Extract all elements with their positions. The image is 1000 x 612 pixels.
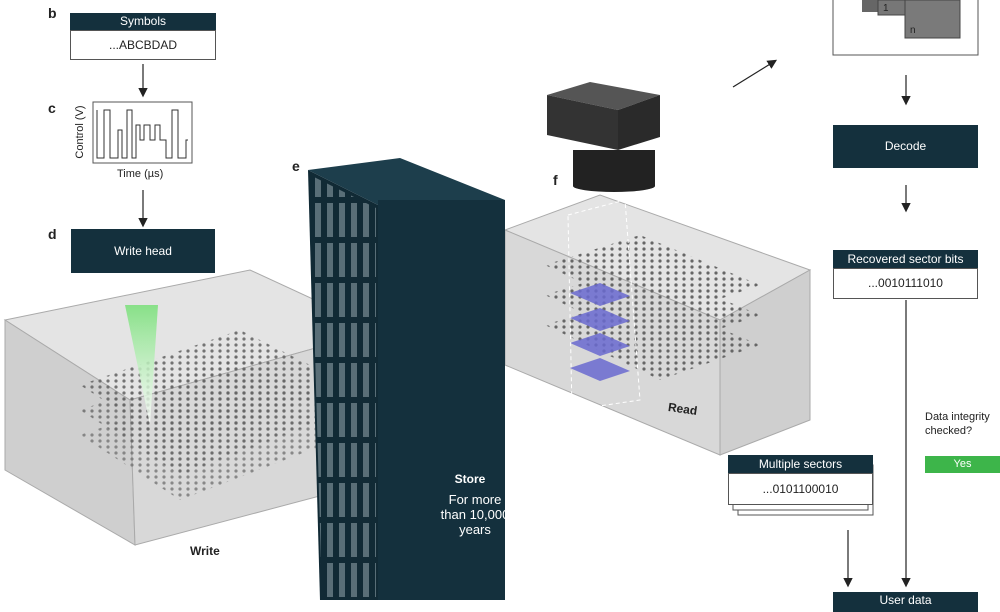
store-subtitle: For more than 10,000 years xyxy=(440,492,510,537)
panel-label-f: f xyxy=(553,172,558,188)
integrity-question: Data integrity checked? xyxy=(925,411,990,437)
store-title: Store xyxy=(454,472,486,486)
panel-label-e: e xyxy=(292,158,300,174)
write-cube xyxy=(3,269,382,546)
recovered-box: Recovered sector bits ...0010111010 xyxy=(833,250,978,299)
symbols-box: Symbols ...ABCBDAD xyxy=(70,13,216,60)
signal-xlabel: Time (µs) xyxy=(117,168,164,180)
recovered-value: ...0010111010 xyxy=(833,268,978,299)
panel-label-b: b xyxy=(48,5,57,21)
panel-label-c: c xyxy=(48,100,56,116)
image-first-label: 1 xyxy=(883,3,889,14)
camera xyxy=(547,82,660,192)
recovered-title: Recovered sector bits xyxy=(833,250,978,268)
flow-arrows xyxy=(138,59,911,588)
multiple-value: ...0101100010 xyxy=(728,473,873,505)
user-data-box: User data xyxy=(833,592,978,612)
read-cube xyxy=(503,194,812,456)
integrity-yes: Yes xyxy=(925,456,1000,473)
symbols-value: ...ABCBDAD xyxy=(70,30,216,60)
panel-label-d: d xyxy=(48,226,57,242)
decode-box: Decode xyxy=(833,125,978,168)
write-label: Write xyxy=(190,544,220,558)
multiple-sectors-box: Multiple sectors ...0101100010 xyxy=(728,455,873,505)
signal-ylabel: Control (V) xyxy=(74,105,86,159)
multiple-title: Multiple sectors xyxy=(728,455,873,473)
image-last-label: n xyxy=(910,25,916,36)
write-head-box: Write head xyxy=(71,229,215,273)
signal-plot xyxy=(92,101,193,164)
store-block xyxy=(308,158,505,600)
voxel-highlights xyxy=(570,283,630,381)
symbols-title: Symbols xyxy=(70,13,216,30)
